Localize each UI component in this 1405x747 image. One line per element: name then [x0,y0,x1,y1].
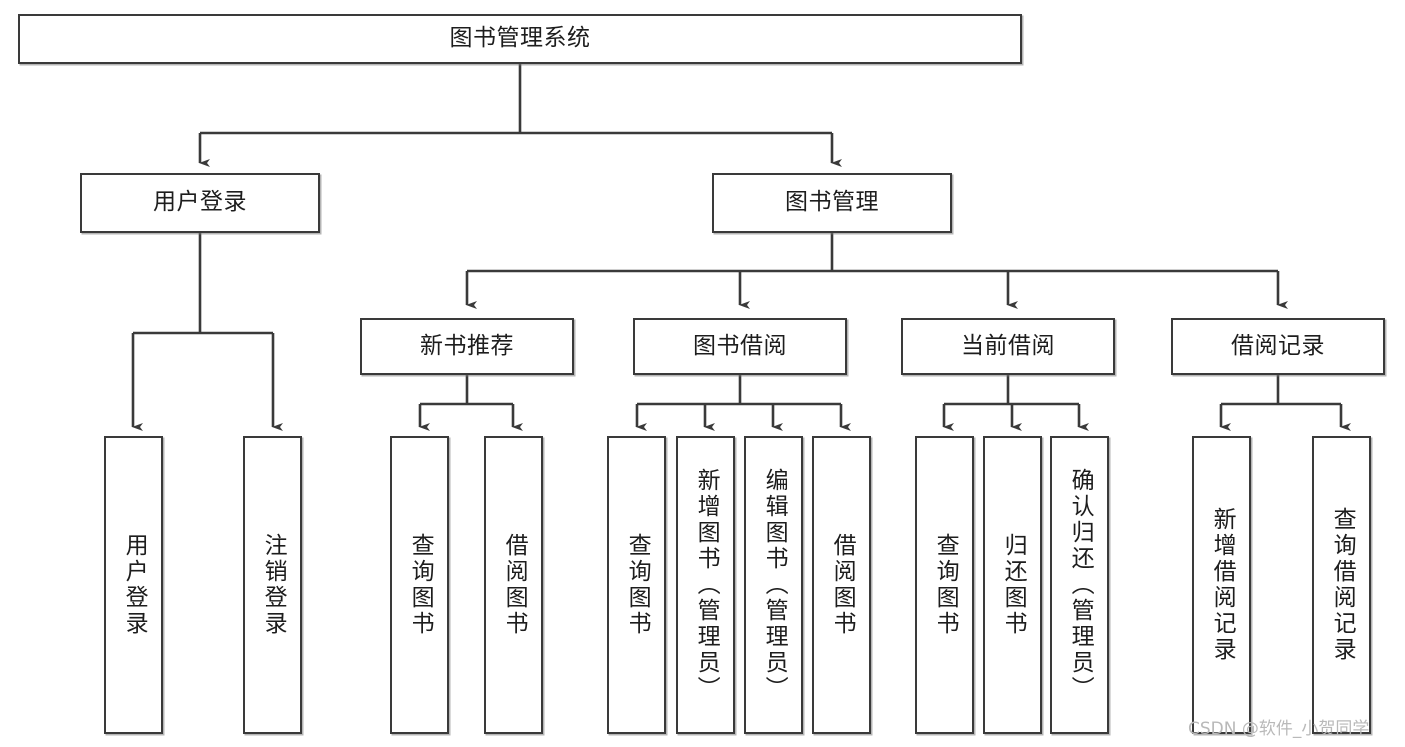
node-user-login[interactable]: 用户登录 [80,173,320,233]
node-label: 新书推荐 [420,332,514,359]
node-book-borrow[interactable]: 图书借阅 [633,318,847,375]
node-label: 借阅图书 [501,533,528,637]
node-label: 确认归还（管理员） [1067,468,1094,702]
node-label: 查询借阅记录 [1329,507,1356,663]
node-leaf-borrow-book-1[interactable]: 借阅图书 [484,436,543,734]
node-root-system[interactable]: 图书管理系统 [18,14,1022,64]
node-leaf-add-record[interactable]: 新增借阅记录 [1192,436,1251,734]
node-leaf-logout[interactable]: 注销登录 [243,436,302,734]
node-label: 借阅图书 [829,533,856,637]
node-leaf-query-book-2[interactable]: 查询图书 [607,436,666,734]
node-label: 归还图书 [1000,533,1027,637]
node-leaf-query-book-3[interactable]: 查询图书 [915,436,974,734]
node-label: 借阅记录 [1231,332,1325,359]
node-current-borrow[interactable]: 当前借阅 [901,318,1115,375]
node-borrow-record[interactable]: 借阅记录 [1171,318,1385,375]
node-book-manage[interactable]: 图书管理 [712,173,952,233]
node-label: 查询图书 [407,533,434,637]
node-label: 查询图书 [932,533,959,637]
node-leaf-query-book-1[interactable]: 查询图书 [390,436,449,734]
watermark: CSDN @软件_小贺同学 [1188,719,1370,739]
node-label: 新增借阅记录 [1209,507,1236,663]
node-leaf-return-book[interactable]: 归还图书 [983,436,1042,734]
node-label: 图书管理 [785,189,879,216]
node-label: 当前借阅 [961,332,1055,359]
node-label: 查询图书 [624,533,651,637]
node-label: 用户登录 [121,533,148,637]
node-label: 注销登录 [260,533,287,637]
node-label: 图书借阅 [693,332,787,359]
node-new-book-recommend[interactable]: 新书推荐 [360,318,574,375]
node-leaf-edit-book[interactable]: 编辑图书（管理员） [744,436,803,734]
node-leaf-query-record[interactable]: 查询借阅记录 [1312,436,1371,734]
node-leaf-confirm-return[interactable]: 确认归还（管理员） [1050,436,1109,734]
node-leaf-user-login[interactable]: 用户登录 [104,436,163,734]
node-label: 图书管理系统 [449,25,591,52]
node-label: 编辑图书（管理员） [761,468,788,702]
node-leaf-borrow-book-2[interactable]: 借阅图书 [812,436,871,734]
node-label: 新增图书（管理员） [693,468,720,702]
node-leaf-add-book[interactable]: 新增图书（管理员） [676,436,735,734]
node-label: 用户登录 [153,189,247,216]
